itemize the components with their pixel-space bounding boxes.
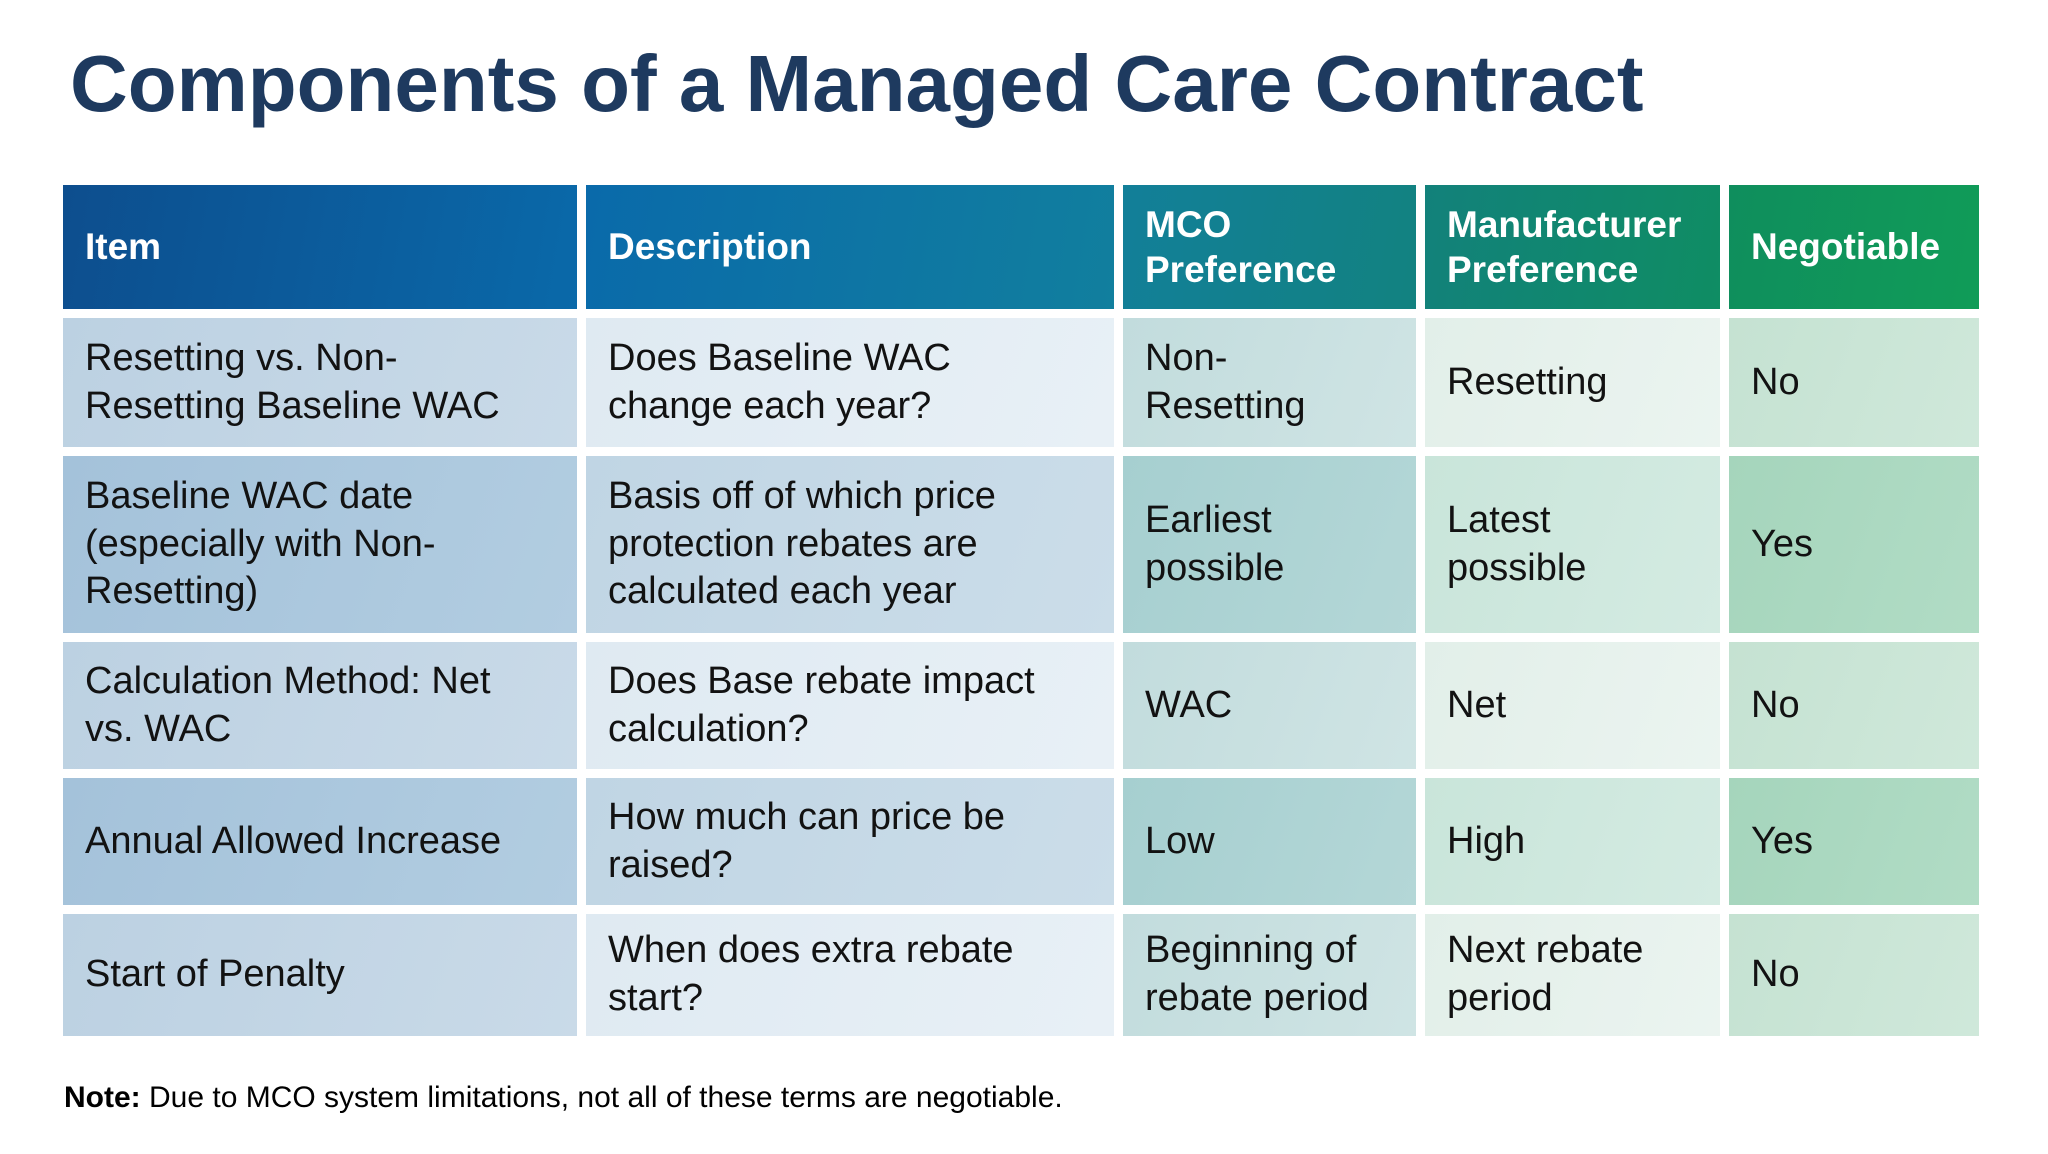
- cell-manufacturer-preference: Next rebate period: [1425, 914, 1720, 1036]
- table-row: Annual Allowed Increase How much can pri…: [63, 778, 1979, 905]
- cell-negotiable: No: [1729, 914, 1979, 1036]
- cell-negotiable: Yes: [1729, 778, 1979, 905]
- cell-mco-preference: Earliest possible: [1123, 456, 1416, 633]
- cell-description: Does Base rebate impact calculation?: [586, 642, 1114, 769]
- cell-description: When does extra rebate start?: [586, 914, 1114, 1036]
- managed-care-contract-table: Item Description MCO Preference Manufact…: [54, 176, 1988, 1045]
- column-header-item: Item: [63, 185, 577, 309]
- cell-description: How much can price be raised?: [586, 778, 1114, 905]
- table-row: Calculation Method: Net vs. WAC Does Bas…: [63, 642, 1979, 769]
- cell-manufacturer-preference: Net: [1425, 642, 1720, 769]
- table-row: Resetting vs. Non- Resetting Baseline WA…: [63, 318, 1979, 447]
- cell-negotiable: No: [1729, 318, 1979, 447]
- column-header-description: Description: [586, 185, 1114, 309]
- cell-mco-preference: WAC: [1123, 642, 1416, 769]
- cell-item: Baseline WAC date (especially with Non- …: [63, 456, 577, 633]
- table-row: Baseline WAC date (especially with Non- …: [63, 456, 1979, 633]
- table-header-row: Item Description MCO Preference Manufact…: [63, 185, 1979, 309]
- column-header-negotiable: Negotiable: [1729, 185, 1979, 309]
- cell-description: Basis off of which price protection reba…: [586, 456, 1114, 633]
- cell-mco-preference: Beginning of rebate period: [1123, 914, 1416, 1036]
- column-header-manufacturer-preference: Manufacturer Preference: [1425, 185, 1720, 309]
- cell-item: Start of Penalty: [63, 914, 577, 1036]
- table-row: Start of Penalty When does extra rebate …: [63, 914, 1979, 1036]
- cell-item: Calculation Method: Net vs. WAC: [63, 642, 577, 769]
- cell-mco-preference: Non- Resetting: [1123, 318, 1416, 447]
- cell-manufacturer-preference: Latest possible: [1425, 456, 1720, 633]
- cell-manufacturer-preference: High: [1425, 778, 1720, 905]
- cell-item: Resetting vs. Non- Resetting Baseline WA…: [63, 318, 577, 447]
- footnote: Note: Due to MCO system limitations, not…: [64, 1078, 1063, 1117]
- cell-mco-preference: Low: [1123, 778, 1416, 905]
- footnote-text: Due to MCO system limitations, not all o…: [140, 1081, 1063, 1114]
- column-header-mco-preference: MCO Preference: [1123, 185, 1416, 309]
- page-title: Components of a Managed Care Contract: [70, 39, 1644, 128]
- footnote-label: Note:: [64, 1081, 141, 1114]
- cell-item: Annual Allowed Increase: [63, 778, 577, 905]
- cell-negotiable: No: [1729, 642, 1979, 769]
- cell-negotiable: Yes: [1729, 456, 1979, 633]
- cell-manufacturer-preference: Resetting: [1425, 318, 1720, 447]
- cell-description: Does Baseline WAC change each year?: [586, 318, 1114, 447]
